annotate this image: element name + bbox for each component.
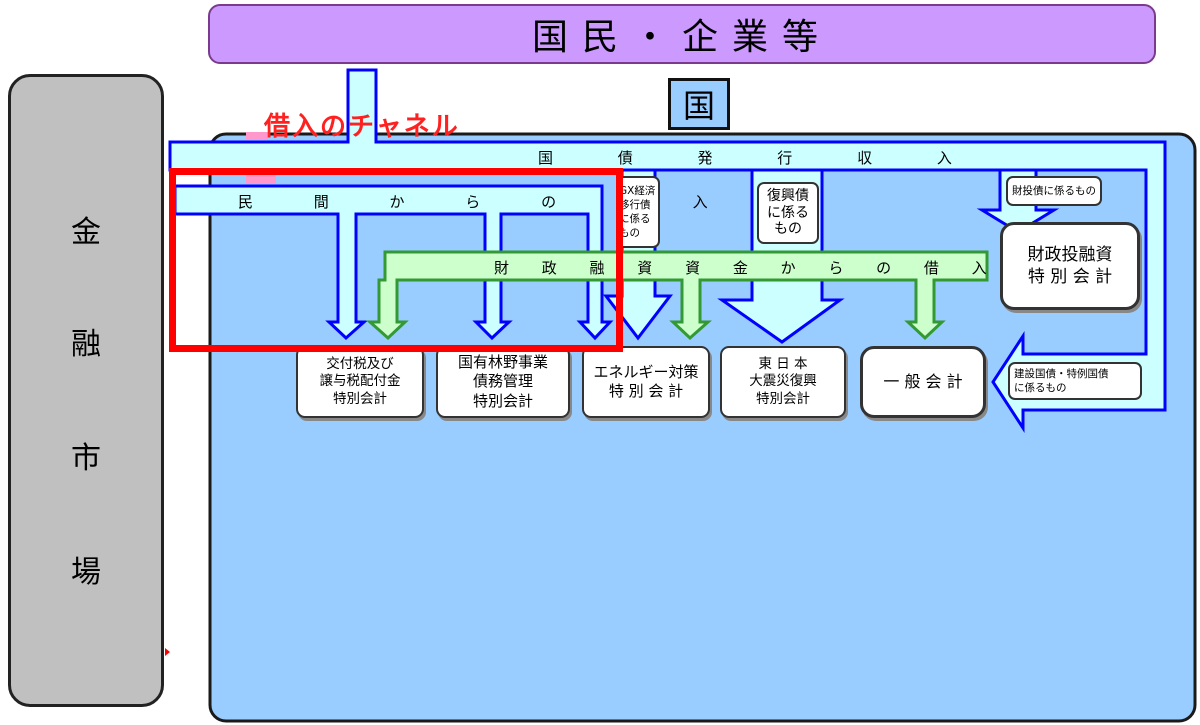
account-earthquake-reconstruction: 東 日 本 大震災復興 特別会計 — [720, 346, 846, 418]
account-line: 財政投融資 — [1027, 244, 1113, 265]
note-line: 建設国債・特例国債 — [1014, 367, 1109, 380]
note-line: GX経済 — [619, 184, 656, 197]
country-label-box: 国 — [668, 78, 730, 130]
market-char: 融 — [71, 327, 101, 362]
account-filp: 財政投融資 特 別 会 計 — [1000, 222, 1140, 310]
reconstruction-bond-note: 復興債 に係る もの — [757, 182, 819, 244]
financial-market-column: 金 融 市 場 — [8, 74, 164, 707]
bond-revenue-label: 国 債 発 行 収 入 — [538, 149, 982, 167]
private-borrowing-label: 民 間 か ら の 借 入 — [238, 193, 736, 211]
account-line: 東 日 本 — [758, 355, 808, 372]
account-national-forest: 国有林野事業 債務管理 特別会計 — [436, 346, 570, 418]
filp-borrowing-band — [366, 250, 989, 341]
note-line: に係るもの — [1014, 382, 1067, 394]
note-line: もの — [774, 221, 802, 238]
note-line: 財投債に係るもの — [1012, 184, 1096, 197]
note-line: に係る — [619, 213, 651, 225]
account-line: 債務管理 — [472, 372, 533, 391]
note-line: 移行債 — [619, 198, 651, 211]
account-line: 大震災復興 — [749, 373, 817, 390]
market-char: 金 — [71, 215, 101, 250]
note-line: に係る — [767, 204, 809, 221]
account-line: 一 般 会 計 — [883, 371, 963, 391]
gx-bond-note: GX経済 移行債 に係る もの — [616, 176, 660, 248]
account-line: 譲与税配付金 — [319, 373, 401, 390]
account-line: 特 別 会 計 — [1027, 267, 1113, 287]
account-line: 特別会計 — [472, 391, 533, 410]
account-line: 交付税及び — [326, 355, 394, 372]
construction-bond-note: 建設国債・特例国債 に係るもの — [1008, 362, 1142, 400]
account-line: 特別会計 — [333, 390, 387, 407]
borrowing-channel-label: 借入のチャネル — [264, 112, 460, 142]
country-label: 国 — [682, 87, 715, 125]
note-line: もの — [619, 227, 640, 240]
account-line: 国有林野事業 — [457, 352, 548, 371]
pink-mark — [246, 132, 268, 140]
account-kofuzei: 交付税及び 譲与税配付金 特別会計 — [296, 346, 424, 418]
account-line: 特別会計 — [756, 390, 810, 407]
bond-revenue-band — [168, 68, 1167, 434]
account-line: エネルギー対策 — [593, 362, 699, 381]
market-char: 市 — [71, 441, 101, 476]
banner-label: 国民・企業等 — [531, 17, 832, 58]
borrowing-channel-highlight — [169, 168, 623, 352]
red-tick — [165, 648, 170, 656]
market-char: 場 — [71, 555, 101, 590]
citizens-companies-banner: 国民・企業等 — [208, 4, 1156, 64]
account-line: 特 別 会 計 — [608, 382, 684, 400]
pink-mark — [246, 174, 276, 184]
private-borrowing-band — [173, 184, 614, 341]
account-energy: エネルギー対策 特 別 会 計 — [582, 346, 710, 418]
filp-bond-note: 財投債に係るもの — [1006, 176, 1102, 206]
account-general: 一 般 会 計 — [860, 346, 986, 418]
note-line: 復興債 — [767, 187, 809, 204]
